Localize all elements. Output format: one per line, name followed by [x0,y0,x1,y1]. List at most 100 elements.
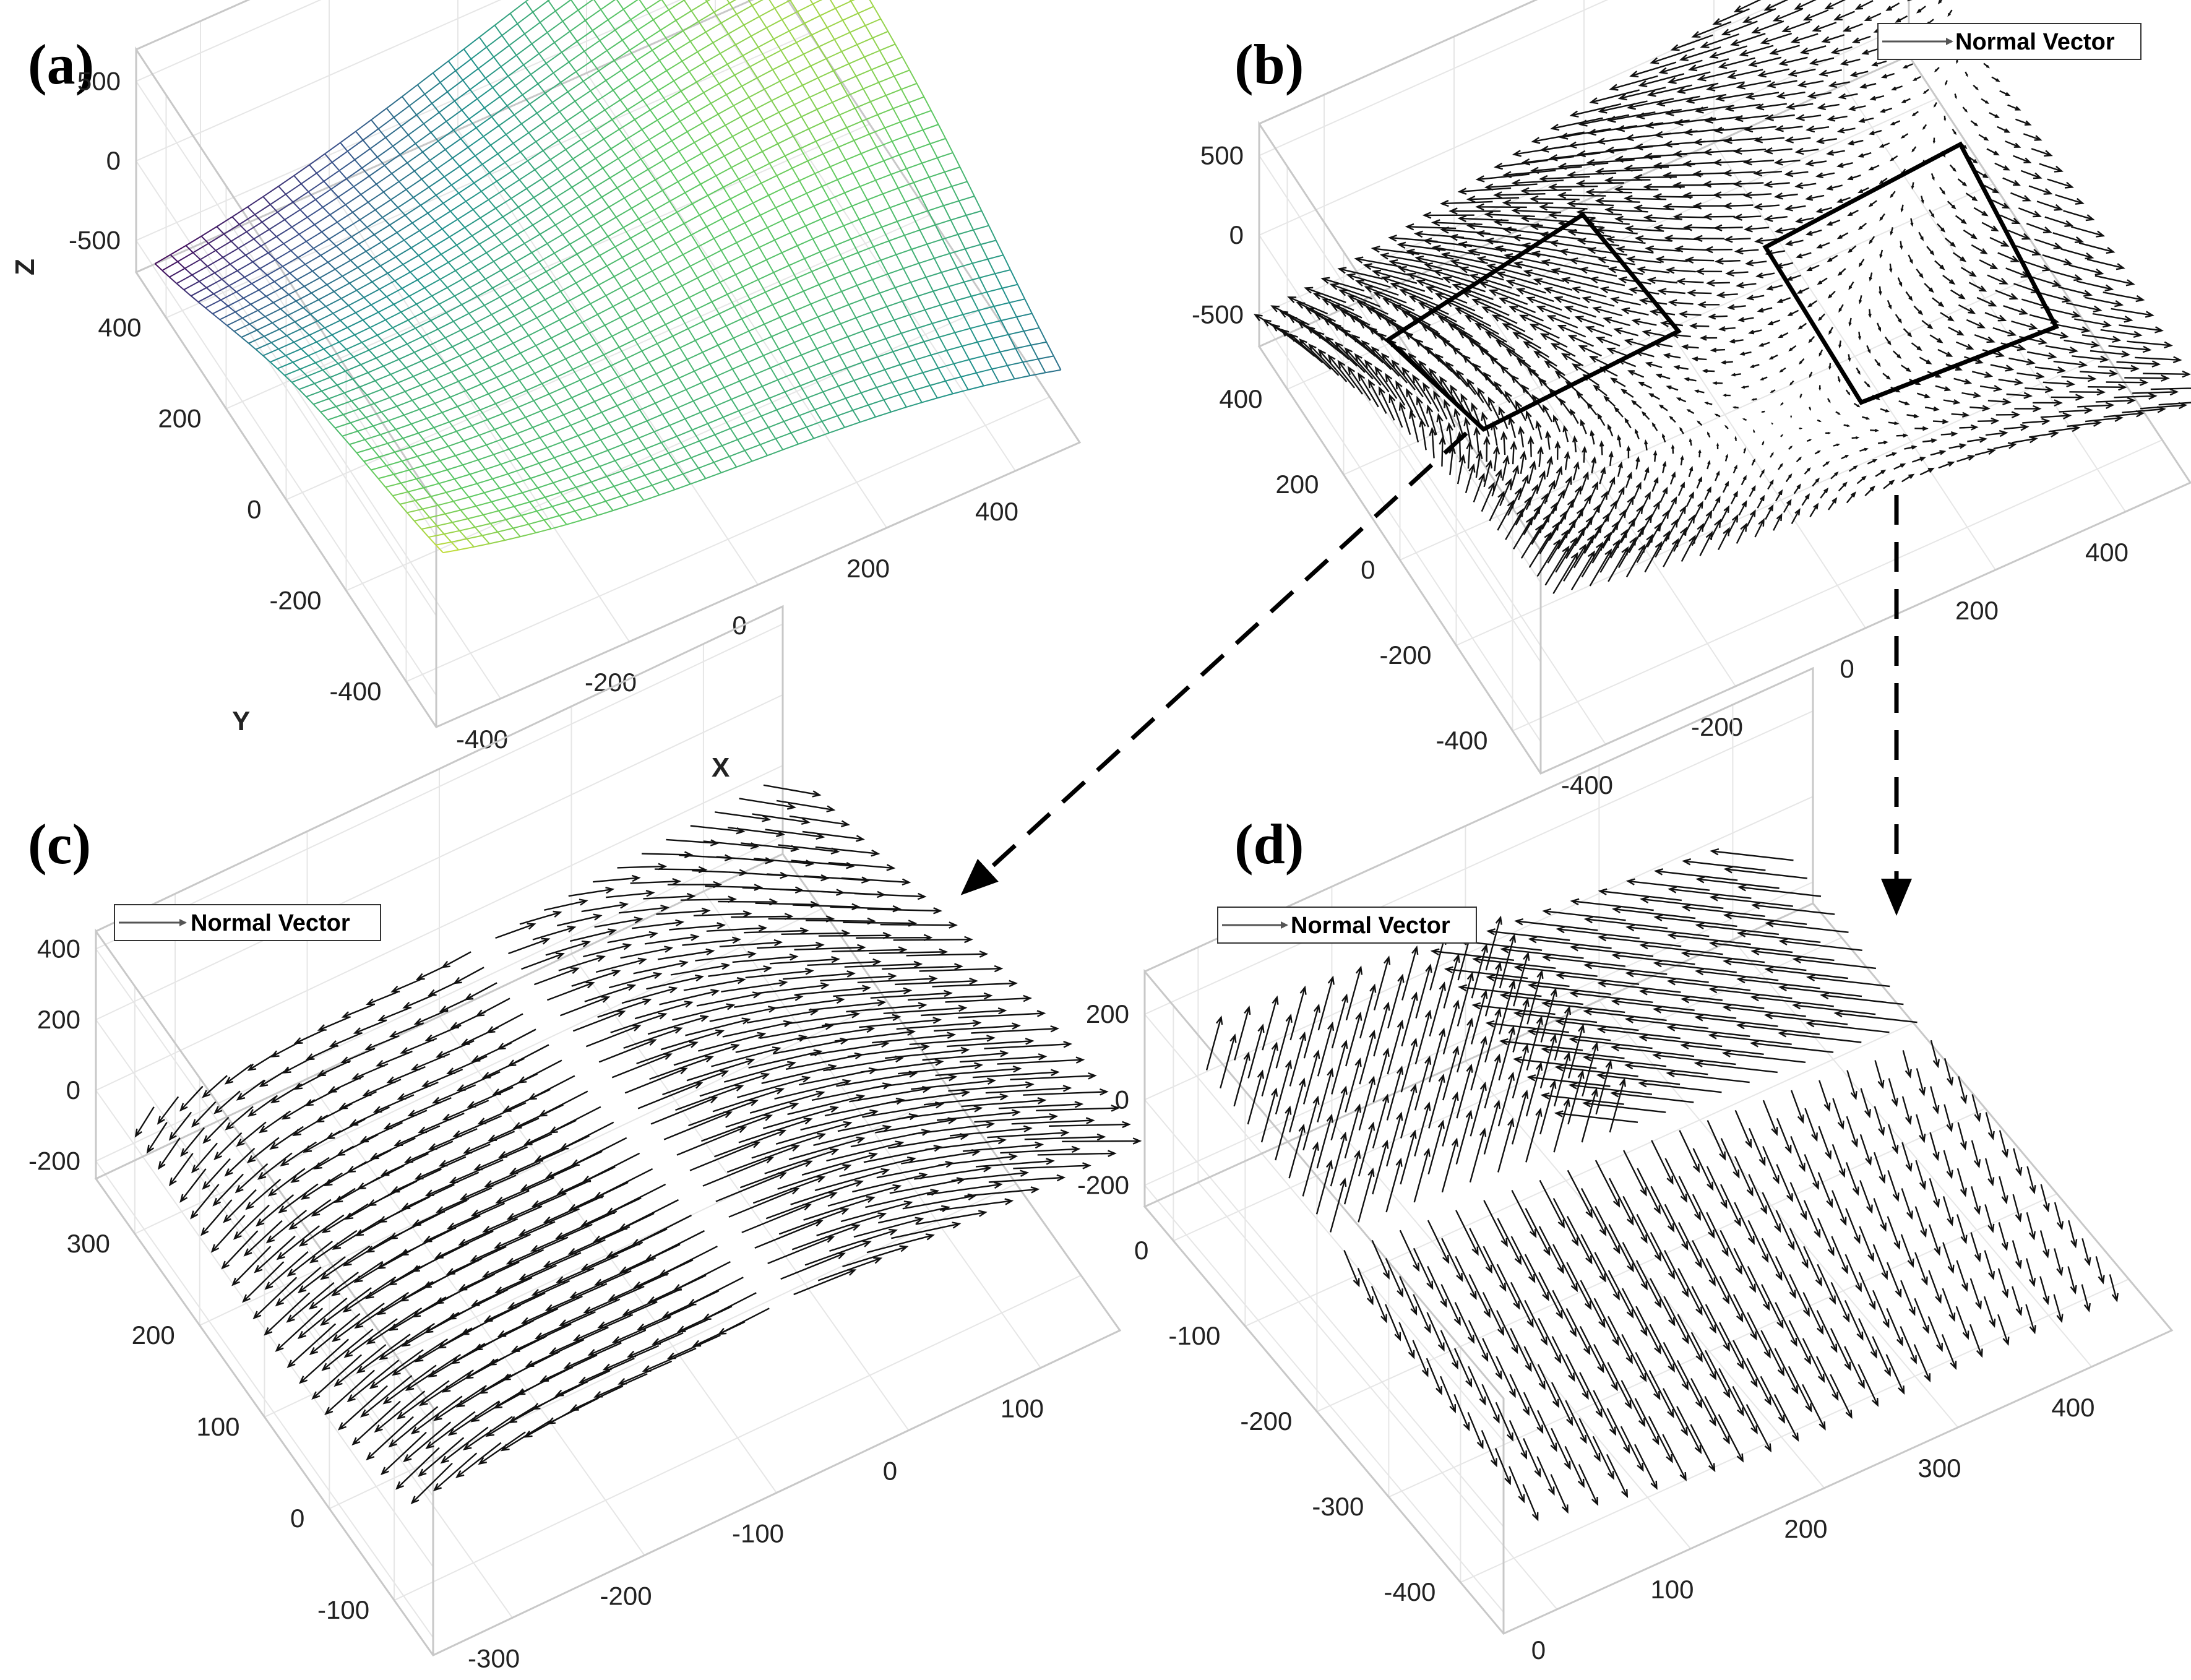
surface-mesh-line [538,463,547,474]
surface-mesh-line [806,186,822,194]
panel-b-normal-arrow [1525,410,1535,431]
panel-b-normal-arrow [1560,498,1575,525]
panel-b-normal-arrow [1681,344,1699,350]
surface-mesh-line [811,264,828,272]
panel-c-normal-arrow [264,1292,311,1336]
surface-mesh-line [251,274,268,285]
surface-mesh-line [760,174,777,184]
panel-b-normal-arrow [1354,353,1382,386]
surface-mesh-line [398,170,415,183]
surface-mesh-line [910,282,919,297]
surface-mesh-line [259,281,275,291]
surface-mesh-line [561,461,577,468]
surface-mesh-line [452,338,468,348]
panel-b-normal-arrow [1253,314,1291,337]
surface-mesh-line [816,101,833,110]
surface-mesh-line [226,317,243,326]
surface-mesh-line [625,380,642,389]
panel-b-normal-arrow [1367,379,1387,414]
surface-mesh-line [885,88,902,97]
surface-mesh-line [318,299,327,308]
panel-b-normal-arrow [1816,242,1830,249]
surface-mesh-line [431,474,440,484]
surface-mesh-line [594,177,611,188]
surface-mesh-line [626,139,634,150]
surface-mesh-line [434,220,443,230]
surface-mesh-line [656,335,673,345]
surface-mesh-line [952,152,961,168]
panel-b-normal-arrow [1481,411,1490,437]
surface-mesh-line [647,169,656,181]
surface-mesh-line [880,260,889,275]
surface-mesh-line [712,262,729,271]
surface-mesh-line [338,170,347,179]
surface-mesh-line [913,176,929,183]
panel-b-normal-arrow [1967,436,1987,443]
surface-mesh-line [876,140,893,149]
surface-mesh-line [317,312,334,322]
surface-mesh-line [668,231,677,244]
panel-b-normal-arrow [1662,460,1667,473]
panel-c-normal-arrow [433,1452,478,1492]
surface-mesh-line [633,149,642,160]
surface-mesh-line [744,450,753,462]
surface-mesh-line [842,258,851,273]
surface-mesh-line [742,278,759,288]
panel-b-normal-arrow [1858,117,1874,123]
surface-mesh-line [492,87,501,97]
surface-mesh-line [191,287,207,297]
surface-mesh-line [405,360,422,369]
surface-mesh-line [809,335,818,350]
surface-mesh-line [322,369,330,378]
surface-mesh-line [940,299,957,306]
surface-mesh-line [1046,342,1054,356]
panel-b-normal-arrow [1429,368,1450,396]
panel-b-normal-arrow [1606,111,1656,123]
surface-mesh-line [610,148,619,159]
surface-mesh-line [693,394,709,402]
surface-mesh-line [677,181,686,193]
surface-mesh-line [897,187,906,202]
surface-mesh-line [298,248,314,259]
surface-mesh-line [988,225,997,241]
surface-mesh-line [702,344,718,353]
surface-mesh-line [329,204,346,215]
surface-mesh-line [320,254,329,263]
surface-mesh-line [599,29,616,41]
surface-mesh-line [411,222,420,231]
surface-mesh-line [928,205,944,212]
surface-mesh-line [362,139,371,149]
surface-mesh-line [529,299,546,309]
surface-mesh-line [810,303,819,317]
surface-mesh-line [454,473,470,480]
panel-b-normal-arrow [1704,486,1711,501]
surface-mesh-line [588,138,605,150]
surface-mesh-line [970,296,979,311]
panel-c-normal-arrow [309,1312,361,1356]
surface-mesh-line [532,420,549,428]
surface-mesh-line [587,383,603,392]
panel-b-normal-arrow [1729,33,1766,46]
surface-mesh-line [337,222,345,230]
surface-mesh-line [328,238,337,247]
surface-mesh-line [600,0,616,11]
surface-mesh-line [354,148,371,160]
surface-mesh-line [568,51,585,63]
surface-mesh-line [922,372,931,386]
panel-b-normal-arrow [1879,178,1888,184]
surface-mesh-line [634,339,643,351]
surface-mesh-line [531,243,548,254]
surface-mesh-line [880,19,889,32]
surface-mesh-line [709,124,726,135]
surface-mesh-line [230,241,239,249]
panel-c-xtick-label: -200 [600,1581,652,1610]
panel-b-normal-arrow [1773,192,1798,200]
panel-b-normal-arrow [1651,422,1658,431]
surface-mesh-line [848,304,857,319]
surface-mesh-line [421,168,437,180]
panel-b-normal-arrow [1918,231,1924,241]
surface-mesh-line [372,442,388,449]
surface-mesh-line [907,372,923,378]
surface-mesh-line [804,258,812,272]
surface-mesh-line [591,61,600,72]
